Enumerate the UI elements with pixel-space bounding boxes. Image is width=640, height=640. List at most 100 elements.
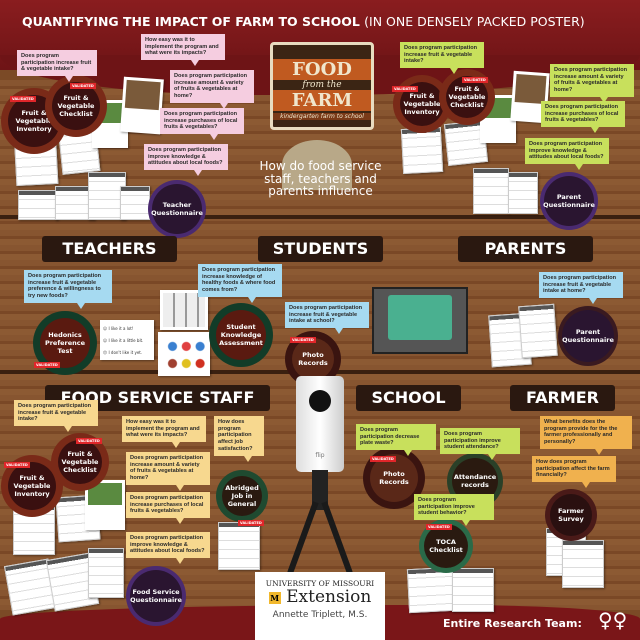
section-students: STUDENTS [258,236,383,262]
survey-sheet [508,172,538,214]
instrument-label: Hedonics Preference Test [44,330,86,356]
lunch-tray-video[interactable] [372,287,468,354]
instrument-label: Abridged Job in General [225,483,259,509]
survey-sheet [13,505,55,555]
survey-sheet [55,186,95,220]
validated-badge: VALIDATED [34,362,60,368]
question-bubble: Does program participation increase amou… [126,452,210,491]
food-from-the-farm-logo: FOOD from the FARM kindergarten farm to … [270,42,374,130]
section-teachers: TEACHERS [42,236,177,262]
instrument-label: Fruit & Vegetable Inventory [15,108,53,134]
instrument-label: Attendance records [453,472,497,489]
instrument-abridged-job[interactable]: Abridged Job in General [222,476,262,516]
instrument-fruit-veg-checklist[interactable]: Fruit & Vegetable Checklist [446,76,488,118]
logo-line: kindergarten farm to school [273,113,371,120]
section-parents: PARENTS [458,236,593,262]
instrument-label: Fruit & Vegetable Checklist [61,449,99,475]
instrument-parent-questionnaire[interactable]: Parent Questionnaire [562,310,614,362]
question-bubble: Does program participation increase frui… [24,270,112,309]
logo-line: from the [302,80,342,90]
question-bubble: Does program participation increase purc… [541,101,625,134]
instrument-fruit-veg-inventory[interactable]: Fruit & Vegetable Inventory [8,462,56,510]
spotlight-shape [282,140,352,190]
univ-name: UNIVERSITY OF MISSOURI [265,579,375,588]
university-extension-logo: UNIVERSITY OF MISSOURI M Extension Annet… [255,572,385,640]
camera-lens-icon [309,390,331,412]
question-bubble: Does program participation improve knowl… [144,144,228,177]
question-bubble: Does program participation increase amou… [170,70,254,109]
question-bubble: Does program participation increase purc… [126,492,210,525]
instrument-food-service-questionnaire[interactable]: Food Service Questionnaire [130,570,182,622]
instrument-label: Parent Questionnaire [562,327,614,344]
question-bubble: Does program participation increase purc… [160,108,244,141]
instrument-photo-records[interactable]: Photo Records [292,338,334,380]
team-member-icons: ♀♀ [598,609,627,631]
author-name: Annette Triplett, M.S. [272,610,368,620]
instrument-teacher-questionnaire[interactable]: Teacher Questionnaire [151,184,203,234]
instrument-label: Fruit & Vegetable Inventory [403,91,441,117]
research-team-label: Entire Research Team: [443,617,582,630]
survey-sheet [473,168,509,214]
food-images [158,332,210,376]
extension-wordmark: Extension [286,587,372,607]
produce-photo [85,480,125,530]
question-bubble: Does program participation improve knowl… [525,138,609,171]
validated-badge: VALIDATED [10,96,36,102]
instrument-label: Farmer Survey [557,506,585,523]
mizzou-mu-icon: M [268,592,281,604]
instrument-parent-questionnaire[interactable]: Parent Questionnaire [543,176,595,226]
validated-badge: VALIDATED [4,462,30,468]
validated-badge: VALIDATED [462,77,488,83]
question-bubble: Does program participation increase frui… [400,42,484,75]
instrument-label: Parent Questionnaire [543,192,595,209]
instrument-farmer-survey[interactable]: Farmer Survey [550,494,592,536]
produce-photo [120,76,164,135]
validated-badge: VALIDATED [370,456,396,462]
section-school: SCHOOL [356,385,461,411]
toca-sheet [452,568,494,612]
validated-badge: VALIDATED [76,438,102,444]
survey-sheet [518,303,558,359]
instrument-label: Photo Records [379,469,409,486]
section-food-service-staff: FOOD SERVICE STAFF [45,385,270,411]
instrument-label: Fruit & Vegetable Inventory [13,473,51,499]
question-bubble: Does program participation increase frui… [285,302,369,335]
question-bubble: What benefits does the program provide f… [540,416,632,455]
instrument-student-knowledge[interactable]: Student Knowledge Assessment [216,310,266,360]
instrument-label: Fruit & Vegetable Checklist [448,84,486,110]
title-sub: (IN ONE DENSELY PACKED POSTER) [364,14,585,29]
question-bubble: How easy was it to implement the program… [122,416,206,449]
question-bubble: Does program participation increase know… [198,264,282,303]
instrument-hedonics-test[interactable]: Hedonics Preference Test [40,318,90,368]
question-bubble: Does program participation improve knowl… [126,532,210,565]
question-bubble: How does program participation affect jo… [214,416,264,461]
instrument-fruit-veg-checklist[interactable]: Fruit & Vegetable Checklist [58,440,102,484]
instrument-label: Teacher Questionnaire [151,200,203,217]
instrument-label: Food Service Questionnaire [130,587,182,604]
instrument-toca-checklist[interactable]: TOCA Checklist [424,524,468,568]
logo-line: FARM [273,90,371,111]
divider [0,215,640,219]
instrument-photo-records[interactable]: Photo Records [370,454,418,502]
question-bubble: Does program participation increase frui… [14,400,98,433]
instrument-fruit-veg-checklist[interactable]: Fruit & Vegetable Checklist [52,82,100,130]
validated-badge: VALIDATED [392,86,418,92]
flip-camera: flip [296,376,344,472]
section-farmer: FARMER [510,385,615,411]
instrument-label: TOCA Checklist [429,537,463,554]
question-bubble: How easy was it to implement the program… [141,34,225,67]
smiley-scale-card: ☺ I like it a lot! ☺ I like it a little … [100,320,154,360]
instrument-fruit-veg-inventory[interactable]: Fruit & Vegetable Inventory [8,95,60,147]
survey-sheet [88,172,126,220]
survey-sheet [18,190,58,220]
question-bubble: Does program participation improve stude… [414,494,494,527]
survey-sheet [120,186,150,220]
survey-sheet [218,522,260,570]
question-bubble: Does program participation increase amou… [550,64,634,103]
validated-badge: VALIDATED [238,520,264,526]
smiley-option: ☺ I like it a little bit. [103,338,144,343]
survey-sheet [88,548,124,598]
woman-icon: ♀ [598,608,613,632]
comic-image [160,290,208,330]
instrument-label: Fruit & Vegetable Checklist [57,93,95,119]
